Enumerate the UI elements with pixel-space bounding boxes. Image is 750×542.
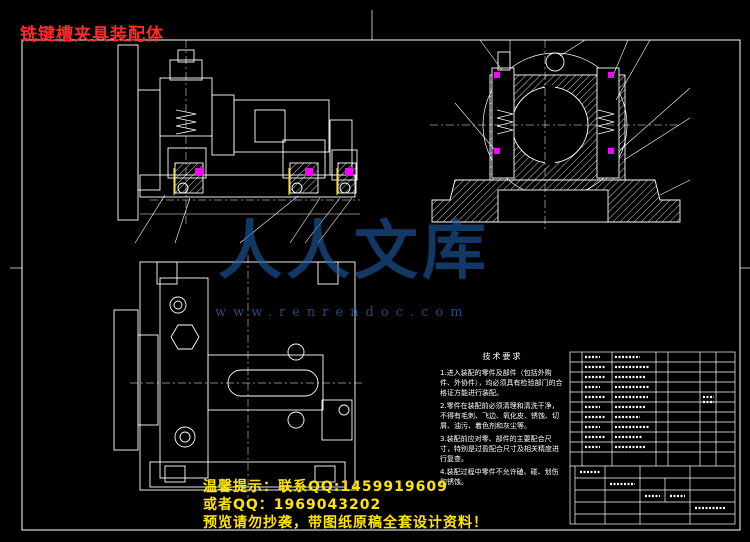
side-view-colored-parts [494,72,614,154]
top-view [113,255,365,498]
drawing-title: 铣键槽夹具装配体 [20,25,164,45]
tech-requirement-item: 4.装配过程中零件不允许磕、碰、划伤和锈蚀。 [440,468,559,486]
title-block-fill-lines [580,355,725,510]
technical-requirements: 技术要求 1.进入装配的零件及部件（包括外购件、外协件），均必须具有检验部门的合… [440,352,565,490]
tech-requirements-heading: 技术要求 [482,352,523,361]
front-view-colored-parts [173,168,353,195]
promo-notice-line: 预览请勿抄袭，带图纸原稿全套设计资料！ [203,515,488,531]
tech-requirement-item: 3.装配前应对零、部件的主要配合尺寸，特别是过盈配合尺寸及相关精度进行复查。 [440,435,559,463]
watermark-logo: 人人文库 [218,214,490,289]
sheet-frame [21,39,741,531]
promo-alt-contact-line: 或者QQ：1969043202 [203,497,382,513]
promo-contact-line: 温馨提示：联系QQ:1459919609 [203,479,448,495]
title-block [569,351,736,525]
tech-requirement-item: 1.进入装配的零件及部件（包括外购件、外协件），均必须具有检验部门的合格证方能进… [440,369,563,397]
front-view [117,40,360,244]
watermark-url: www.renrendoc.com [215,305,470,320]
tech-requirement-item: 2.零件在装配前必须清理和清洗干净，不得有毛刺、飞边、氧化皮、锈蚀、切屑、油污、… [440,402,559,430]
